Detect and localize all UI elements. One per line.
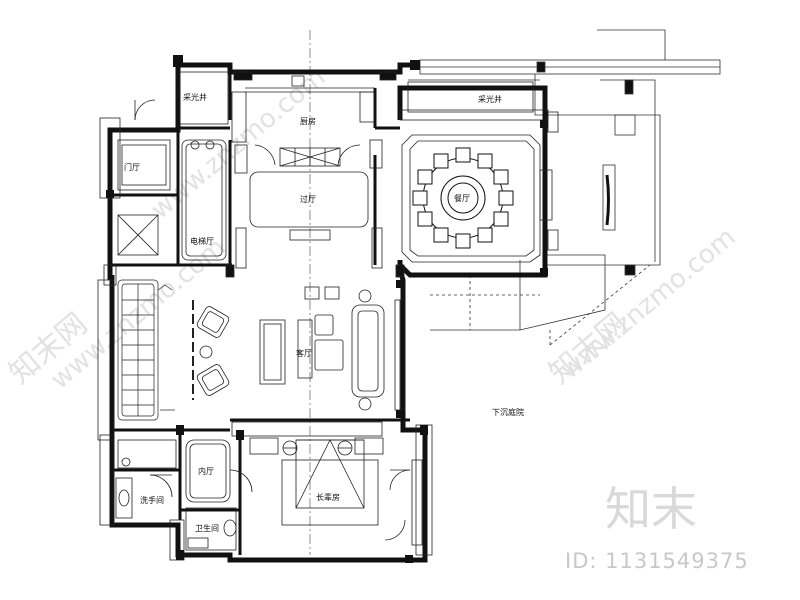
washroom-fixtures — [115, 439, 177, 519]
watermark-logo: 知末 — [605, 482, 697, 536]
room-label-dining: 餐厅 — [454, 194, 470, 203]
skylight-left-box — [179, 71, 229, 125]
room-label-inner-hall: 内厅 — [198, 466, 214, 476]
room-label-kitchen: 厨房 — [300, 116, 316, 126]
room-label-elder-room: 长辈房 — [316, 492, 340, 502]
room-label-foyer: 门厅 — [124, 162, 140, 172]
elevator-shaft — [117, 214, 159, 256]
bathroom-fixtures — [185, 507, 237, 551]
room-label-living: 客厅 — [296, 348, 312, 358]
living-room-furniture — [192, 286, 385, 411]
dining-chairs — [412, 147, 514, 249]
room-label-skylight-left: 采光井 — [183, 92, 207, 102]
room-label-washroom: 洗手间 — [140, 495, 164, 505]
hallway-outline — [234, 139, 383, 269]
staircase — [117, 279, 175, 421]
skylight-right-box — [407, 81, 534, 113]
wall-details — [97, 71, 559, 561]
elder-room-bed — [281, 439, 379, 526]
elevator-hall-outline — [181, 139, 227, 261]
room-label-sunken-garden: 下沉庭院 — [492, 407, 524, 417]
exterior-walls — [107, 62, 548, 563]
inner-hall-outline — [185, 439, 253, 503]
interior-walls — [110, 72, 410, 555]
structural-columns — [106, 55, 548, 563]
kitchen-counter — [231, 91, 375, 167]
room-label-elevator-hall: 电梯厅 — [190, 236, 214, 246]
room-label-skylight-right: 采光井 — [478, 94, 502, 104]
elder-room-doors — [384, 459, 423, 546]
lower-wall-details — [231, 421, 384, 456]
room-label-hallway: 过厅 — [300, 194, 316, 204]
watermark-brand-2: 知末网 — [543, 306, 634, 391]
dining-room-outline — [401, 134, 553, 263]
foyer-furniture — [117, 99, 171, 191]
room-label-bathroom: 卫生间 — [195, 523, 219, 533]
watermark-id: ID: 1131549375 — [565, 549, 749, 573]
